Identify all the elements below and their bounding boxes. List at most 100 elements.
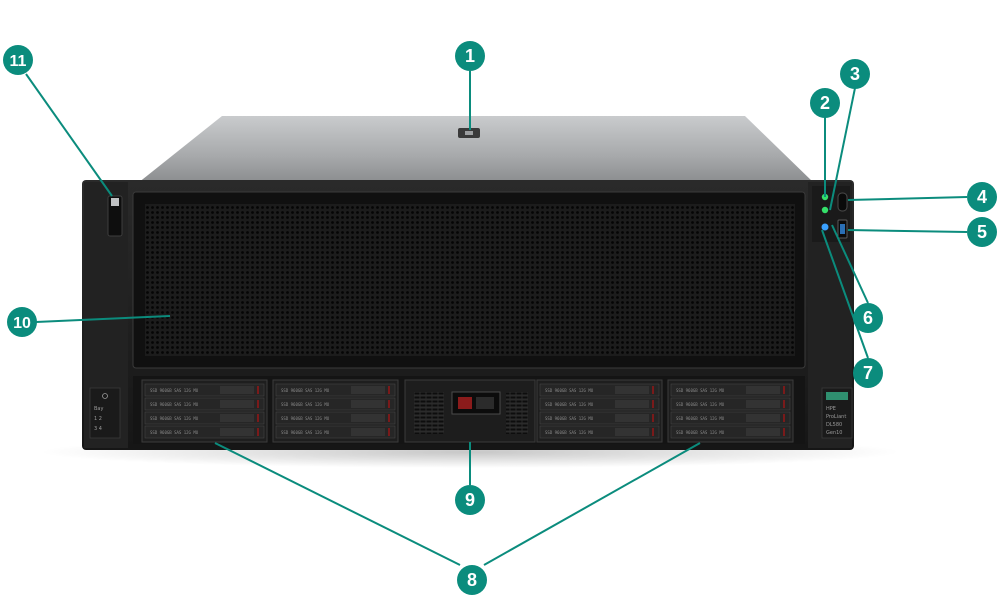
drive-bay-latch [351, 386, 385, 394]
drive-bay-label: SSD 960GB SAS 12G MU [676, 430, 725, 435]
callout-4-badge [967, 182, 997, 212]
drive-bay-label: SSD 960GB SAS 12G MU [150, 402, 199, 407]
right-tag-line-1: ProLiant [826, 414, 846, 420]
callout-6-label: 6 [863, 308, 873, 328]
left-ear-label: Bay 1 2 3 4 [89, 387, 121, 439]
callout-1: 1 [455, 41, 485, 71]
drive-bay-latch [746, 428, 780, 436]
callout-8: 8 [457, 565, 487, 595]
drive-bay-label: SSD 960GB SAS 12G MU [545, 402, 594, 407]
drive-bay-latch [220, 428, 254, 436]
drive-bay-led [257, 400, 259, 408]
drive-bay-led [652, 428, 654, 436]
drive-bay-label: SSD 960GB SAS 12G MU [676, 416, 725, 421]
callout-3-badge [840, 59, 870, 89]
callout-9: 9 [455, 485, 485, 515]
leader-8a [214, 442, 461, 566]
drive-bay-label: SSD 960GB SAS 12G MU [281, 430, 330, 435]
drive-bay-latch [615, 386, 649, 394]
drive-bay-latch [615, 400, 649, 408]
drive-bay-label: SSD 960GB SAS 12G MU [150, 430, 199, 435]
drive-bay-label: SSD 960GB SAS 12G MU [545, 430, 594, 435]
drive-bay-latch [220, 400, 254, 408]
callout-11-badge [3, 45, 33, 75]
callout-badges: 1 2 3 4 5 6 7 8 [3, 41, 997, 595]
right-tag-line-3: Gen10 [826, 430, 842, 436]
leader-8b [483, 442, 701, 566]
callout-3-label: 3 [850, 64, 860, 84]
drive-bay-latch [351, 428, 385, 436]
top-cover [138, 116, 814, 183]
left-tag-line-1: 1 2 [94, 416, 102, 422]
drive-bay-led [783, 400, 785, 408]
callout-2-label: 2 [820, 93, 830, 113]
drive-bay-led [783, 428, 785, 436]
callout-11: 11 [3, 45, 33, 75]
leader-5 [847, 229, 968, 233]
drive-cage-3: SSD 960GB SAS 12G MU SSD 960GB SAS 12G MU… [536, 379, 663, 443]
drive-bay-led [783, 414, 785, 422]
front-bezel-grille [145, 204, 795, 356]
callout-6: 6 [853, 303, 883, 333]
drive-bay-led [652, 414, 654, 422]
leader-6 [831, 224, 869, 304]
drive-bay-latch [746, 400, 780, 408]
power-button [837, 192, 848, 212]
drive-bay-led [783, 386, 785, 394]
right-tag-line-2: DL580 [826, 422, 842, 428]
callout-8-badge [457, 565, 487, 595]
callout-7: 7 [853, 358, 883, 388]
callout-6-badge [853, 303, 883, 333]
callout-9-label: 9 [465, 490, 475, 510]
front-io-panel [812, 186, 850, 242]
leader-lines [25, 71, 968, 566]
callout-4: 4 [967, 182, 997, 212]
callout-10-badge [7, 307, 37, 337]
media-module [404, 379, 536, 443]
leader-10 [35, 315, 171, 323]
drive-bay-latch [615, 428, 649, 436]
drive-bay-label: SSD 960GB SAS 12G MU [676, 388, 725, 393]
drive-bay-latch [351, 414, 385, 422]
drive-bay-label: SSD 960GB SAS 12G MU [545, 388, 594, 393]
uid-led [821, 223, 829, 231]
left-tag-line-0: Bay [94, 406, 103, 412]
right-ear-model-tag: HPE ProLiant DL580 Gen10 [821, 387, 853, 439]
callout-10-label: 10 [13, 315, 31, 332]
drive-cage-4: SSD 960GB SAS 12G MU SSD 960GB SAS 12G MU… [667, 379, 794, 443]
right-tag-line-0: HPE [826, 406, 836, 412]
callout-2: 2 [810, 88, 840, 118]
drive-bay-latch [746, 386, 780, 394]
drive-bay-led [388, 386, 390, 394]
drive-bay-led [257, 386, 259, 394]
drive-bay-label: SSD 960GB SAS 12G MU [676, 402, 725, 407]
callout-2-badge [810, 88, 840, 118]
drive-bay-led [388, 400, 390, 408]
drive-bay-led [652, 386, 654, 394]
drive-cage-1: SSD 960GB SAS 12G MU SSD 960GB SAS 12G MU… [141, 379, 268, 443]
drive-bay-led [388, 428, 390, 436]
drive-bay-latch [351, 400, 385, 408]
leader-4 [847, 196, 968, 201]
drive-bay-label: SSD 960GB SAS 12G MU [150, 388, 199, 393]
drive-bay-latch [220, 386, 254, 394]
callout-1-badge [455, 41, 485, 71]
drive-bay-latch [220, 414, 254, 422]
callout-3: 3 [840, 59, 870, 89]
callout-5-label: 5 [977, 222, 987, 242]
drive-bays: SSD 960GB SAS 12G MU SSD 960GB SAS 12G MU… [141, 379, 794, 443]
drive-bay-led [652, 400, 654, 408]
drive-bay-label: SSD 960GB SAS 12G MU [545, 416, 594, 421]
drive-bay-label: SSD 960GB SAS 12G MU [281, 416, 330, 421]
leader-11 [25, 73, 113, 197]
left-pull-tab [107, 195, 123, 237]
leader-7 [821, 229, 869, 359]
callout-7-badge [853, 358, 883, 388]
drive-bay-label: SSD 960GB SAS 12G MU [281, 388, 330, 393]
callout-7-label: 7 [863, 363, 873, 383]
leader-3 [829, 87, 856, 211]
callout-10: 10 [7, 307, 37, 337]
drive-bay-led [257, 428, 259, 436]
drive-bay-label: SSD 960GB SAS 12G MU [281, 402, 330, 407]
